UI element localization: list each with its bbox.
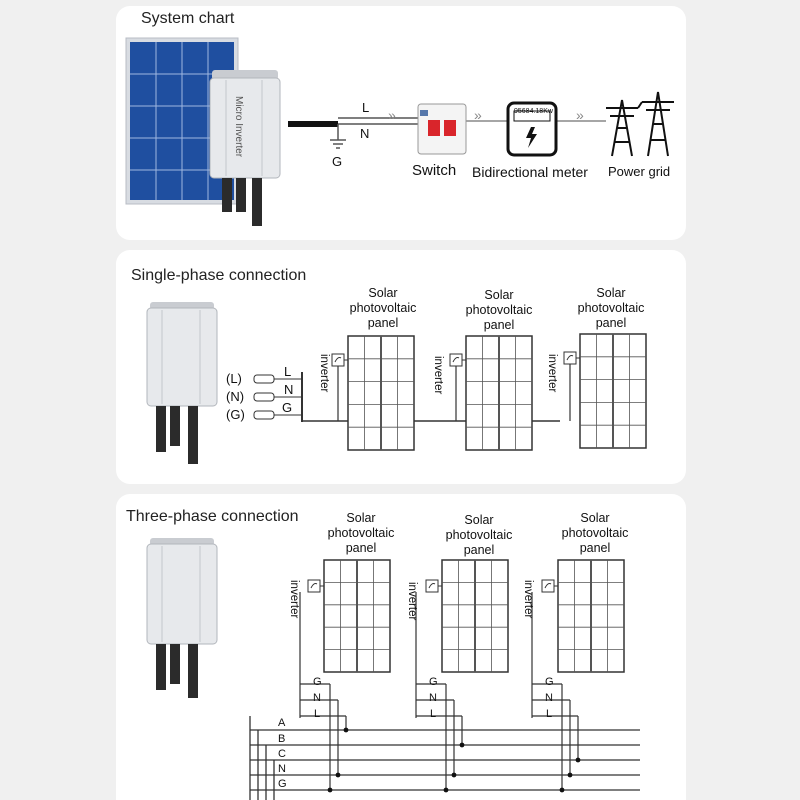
solar-panel	[465, 335, 533, 451]
solar-panel	[347, 335, 415, 451]
drop-label-g: G	[545, 676, 554, 688]
wire-label-l: L	[362, 100, 370, 115]
inverter-box-icon	[425, 579, 439, 593]
bus-label-a: A	[278, 717, 286, 729]
inverter-box-icon	[541, 579, 555, 593]
solar-panel	[441, 559, 509, 673]
three-phase-title: Three-phase connection	[126, 508, 299, 525]
drop-label-l: L	[546, 708, 553, 720]
bus-label-c: C	[278, 748, 286, 760]
meter-label: Bidirectional meter	[472, 164, 588, 180]
wire-label-n: N	[284, 382, 294, 397]
svg-text:»: »	[388, 107, 396, 123]
power-grid-icon	[606, 91, 674, 157]
switch-label: Switch	[412, 162, 457, 179]
wire-label-g: G	[332, 154, 343, 169]
drop-label-n: N	[429, 692, 437, 704]
drop-label-n: N	[545, 692, 553, 704]
drop-label-l: L	[430, 708, 437, 720]
micro-inverter-image	[146, 302, 218, 464]
drop-label-n: N	[313, 692, 321, 704]
drop-label-l: L	[314, 708, 321, 720]
single-phase-title: Single-phase connection	[131, 267, 307, 284]
terminal-label-g: (G)	[226, 407, 245, 422]
bus-label-g: G	[278, 778, 287, 790]
svg-text:»: »	[576, 107, 584, 123]
inverter-box-icon	[307, 579, 321, 593]
solar-panel	[557, 559, 625, 673]
meter-icon	[506, 101, 558, 157]
solar-panel	[323, 559, 391, 673]
svg-text:»: »	[474, 107, 482, 123]
micro-inverter-image	[146, 538, 218, 698]
inverter-label: inverter	[406, 582, 418, 621]
inverter-label: inverter	[288, 580, 300, 619]
bus-label-b: B	[278, 733, 286, 745]
inverter-label: inverter	[522, 580, 534, 619]
solar-panel	[579, 333, 647, 449]
power-grid-label: Power grid	[608, 164, 671, 179]
terminal-label-l: (L)	[226, 371, 242, 386]
wire-label-l: L	[284, 364, 292, 379]
meter-display: 95684.18Kw	[514, 108, 553, 115]
terminal-block	[253, 374, 275, 420]
wire-label-g: G	[282, 400, 293, 415]
terminal-label-n: (N)	[226, 389, 245, 404]
circuit-breaker-image	[417, 103, 467, 155]
drop-label-g: G	[429, 676, 438, 688]
micro-inverter-image	[209, 70, 281, 226]
system-chart-title: System chart	[141, 10, 235, 27]
drop-label-g: G	[313, 676, 322, 688]
bus-label-n: N	[278, 763, 286, 775]
wire-label-n: N	[360, 126, 370, 141]
